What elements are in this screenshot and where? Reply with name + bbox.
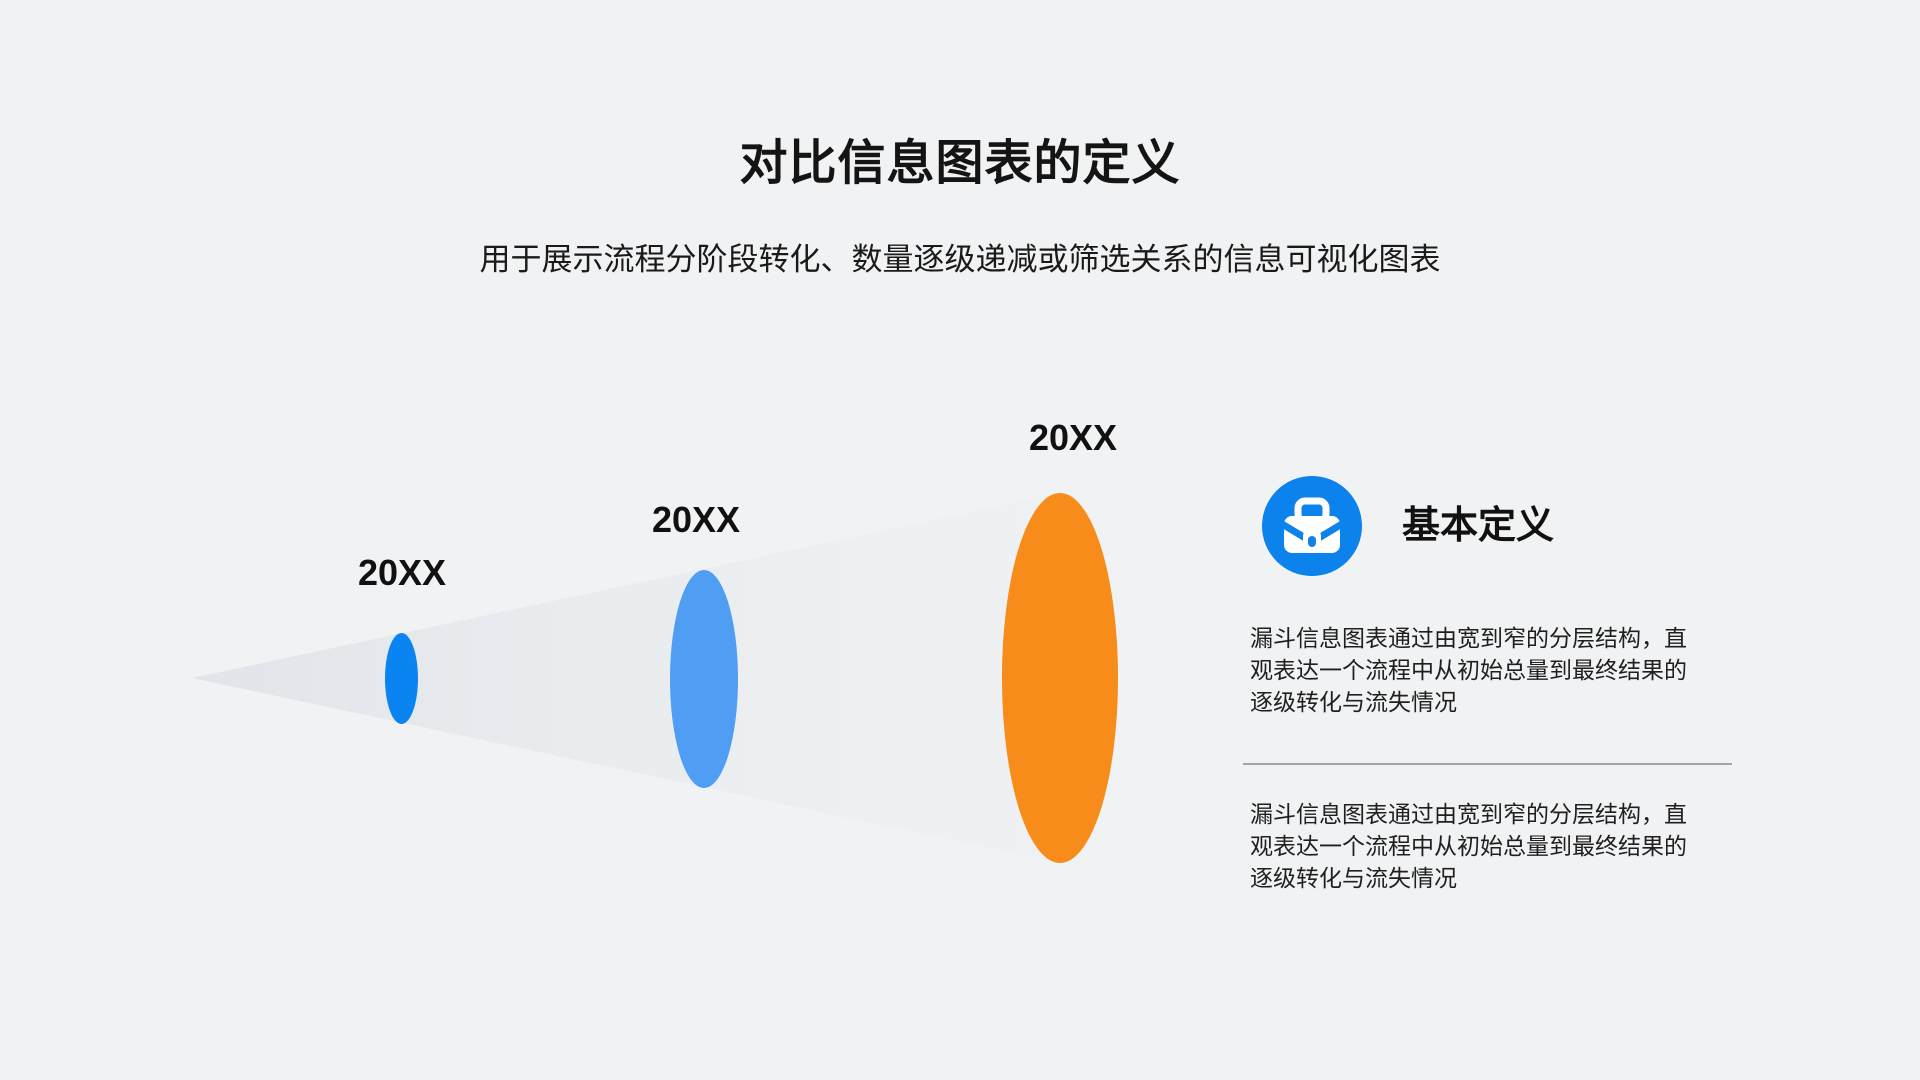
divider (1243, 763, 1732, 765)
panel-heading: 基本定义 (1402, 505, 1555, 547)
stage-1-label: 20XX (357, 552, 447, 593)
definition-paragraph-2: 漏斗信息图表通过由宽到窄的分层结构，直 观表达一个流程中从初始总量到最终结果的 … (1250, 801, 1687, 891)
definition-paragraph-1: 漏斗信息图表通过由宽到窄的分层结构，直 观表达一个流程中从初始总量到最终结果的 … (1250, 625, 1687, 715)
page-subtitle: 用于展示流程分阶段转化、数量逐级递减或筛选关系的信息可视化图表 (479, 242, 1441, 277)
briefcase-icon (1262, 476, 1362, 576)
stage-1-ellipse (385, 633, 418, 724)
stage-2-ellipse (670, 570, 738, 788)
funnel-cone (192, 493, 1060, 863)
stage-3-label: 20XX (1028, 417, 1118, 458)
stage-3-ellipse (1002, 493, 1118, 863)
page-title: 对比信息图表的定义 (739, 137, 1181, 190)
stage-2-label: 20XX (651, 499, 741, 540)
